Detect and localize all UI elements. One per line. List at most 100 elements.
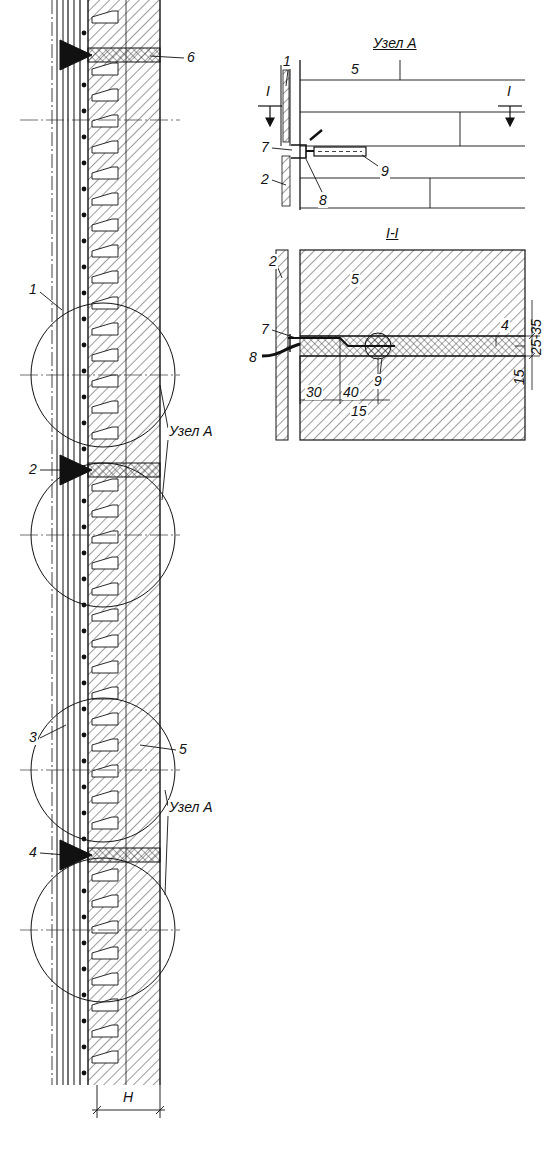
- leader-line: [150, 56, 184, 58]
- node-detail: [281, 60, 525, 210]
- wall-panel: [52, 0, 160, 1085]
- anchor-marks: [82, 707, 87, 712]
- anchor-marks: [82, 83, 87, 88]
- callout-number: 8: [248, 350, 258, 365]
- node-detail: [318, 151, 362, 152]
- dimension-line: [92, 1110, 165, 1111]
- dimension-text: 30: [305, 385, 323, 400]
- anchor-marks: [82, 915, 87, 920]
- wall-panel: [159, 0, 160, 1085]
- center-line: [20, 120, 180, 121]
- leader-line: [40, 292, 62, 310]
- anchor-marks: [92, 167, 118, 179]
- dimension-line: [156, 1106, 164, 1114]
- leader-line: [40, 470, 70, 471]
- center-line: [20, 535, 180, 536]
- anchor-marks: [82, 1019, 87, 1024]
- detail-circle: [31, 303, 175, 447]
- anchor-marks: [82, 681, 87, 686]
- anchor-marks: [82, 395, 87, 400]
- anchor-marks: [82, 811, 87, 816]
- anchor-marks: [92, 609, 118, 621]
- callout-number: 4: [28, 845, 38, 860]
- detail-circle: [31, 858, 175, 1002]
- anchor-marks: [92, 973, 118, 985]
- anchor-marks: [92, 765, 118, 777]
- anchor-marks: [82, 291, 87, 296]
- wall-panel: [79, 0, 80, 1085]
- leader-line: [40, 853, 66, 855]
- node-detail: [310, 130, 322, 140]
- callout-number: 5: [350, 62, 360, 77]
- anchor-marks: [92, 635, 118, 647]
- leader-line: [272, 148, 292, 150]
- anchor-marks: [82, 109, 87, 114]
- callout-number: 9: [373, 374, 383, 389]
- anchor-marks: [82, 213, 87, 218]
- callout-number: 7: [260, 322, 270, 337]
- anchor-marks: [82, 993, 87, 998]
- anchor-marks: [82, 785, 87, 790]
- anchor-marks: [92, 557, 118, 569]
- node-detail: [306, 150, 314, 152]
- anchor-marks: [82, 369, 87, 374]
- dimension-text: 15: [512, 368, 527, 386]
- callout-number: 3: [28, 730, 38, 745]
- callout-number: 2: [28, 462, 38, 477]
- callout-number: 5: [178, 742, 188, 757]
- anchor-marks: [92, 661, 118, 673]
- anchor-marks: [92, 401, 118, 413]
- anchor-marks: [82, 135, 87, 140]
- dimension-line: [515, 346, 525, 347]
- anchor-marks: [92, 869, 118, 881]
- anchor-marks: [82, 1045, 87, 1050]
- node-detail: [299, 60, 300, 210]
- anchor-marks: [82, 733, 87, 738]
- wall-panel: [74, 0, 75, 1085]
- wall-panel: [52, 0, 53, 1085]
- anchor-marks: [82, 161, 87, 166]
- anchor-marks: [92, 479, 118, 491]
- node-detail: [460, 112, 461, 146]
- node-detail: [291, 145, 306, 158]
- anchor-marks: [92, 219, 118, 231]
- wall-panel: [126, 0, 127, 1085]
- anchor-marks: [82, 655, 87, 660]
- center-line: [20, 930, 180, 931]
- panel-joint: [88, 463, 160, 477]
- callout-number: I: [506, 84, 512, 99]
- anchor-marks: [92, 11, 118, 23]
- anchor-marks: [82, 1071, 87, 1076]
- node-detail: [300, 80, 525, 81]
- anchor-marks: [92, 895, 118, 907]
- anchor-marks: [92, 63, 118, 75]
- section-view: [276, 250, 288, 440]
- dimension-line: [496, 336, 497, 346]
- callout-number: 6: [186, 50, 196, 65]
- anchor-marks: [92, 583, 118, 595]
- callout-number: 2: [260, 172, 270, 187]
- anchor-marks: [92, 505, 118, 517]
- anchor-marks: [82, 889, 87, 894]
- node-detail: [300, 112, 525, 113]
- anchor-marks: [92, 89, 118, 101]
- callout-number: 5: [350, 272, 360, 287]
- section-mark: [506, 118, 514, 126]
- callout-number: Узел А: [168, 424, 214, 439]
- leader-line: [162, 440, 168, 500]
- anchor-marks: [82, 629, 87, 634]
- dimension-line: [93, 1106, 101, 1114]
- anchor-marks: [82, 239, 87, 244]
- anchor-marks: [82, 31, 87, 36]
- anchor-marks: [92, 817, 118, 829]
- leader-line: [286, 70, 288, 86]
- anchor-marks: [92, 245, 118, 257]
- anchor-marks: [82, 421, 87, 426]
- section-mark: [258, 106, 522, 126]
- wall-panel: [63, 0, 64, 1085]
- leader-line: [380, 358, 382, 374]
- leader-line: [140, 745, 176, 750]
- anchor-marks: [92, 791, 118, 803]
- node-detail: [400, 60, 401, 80]
